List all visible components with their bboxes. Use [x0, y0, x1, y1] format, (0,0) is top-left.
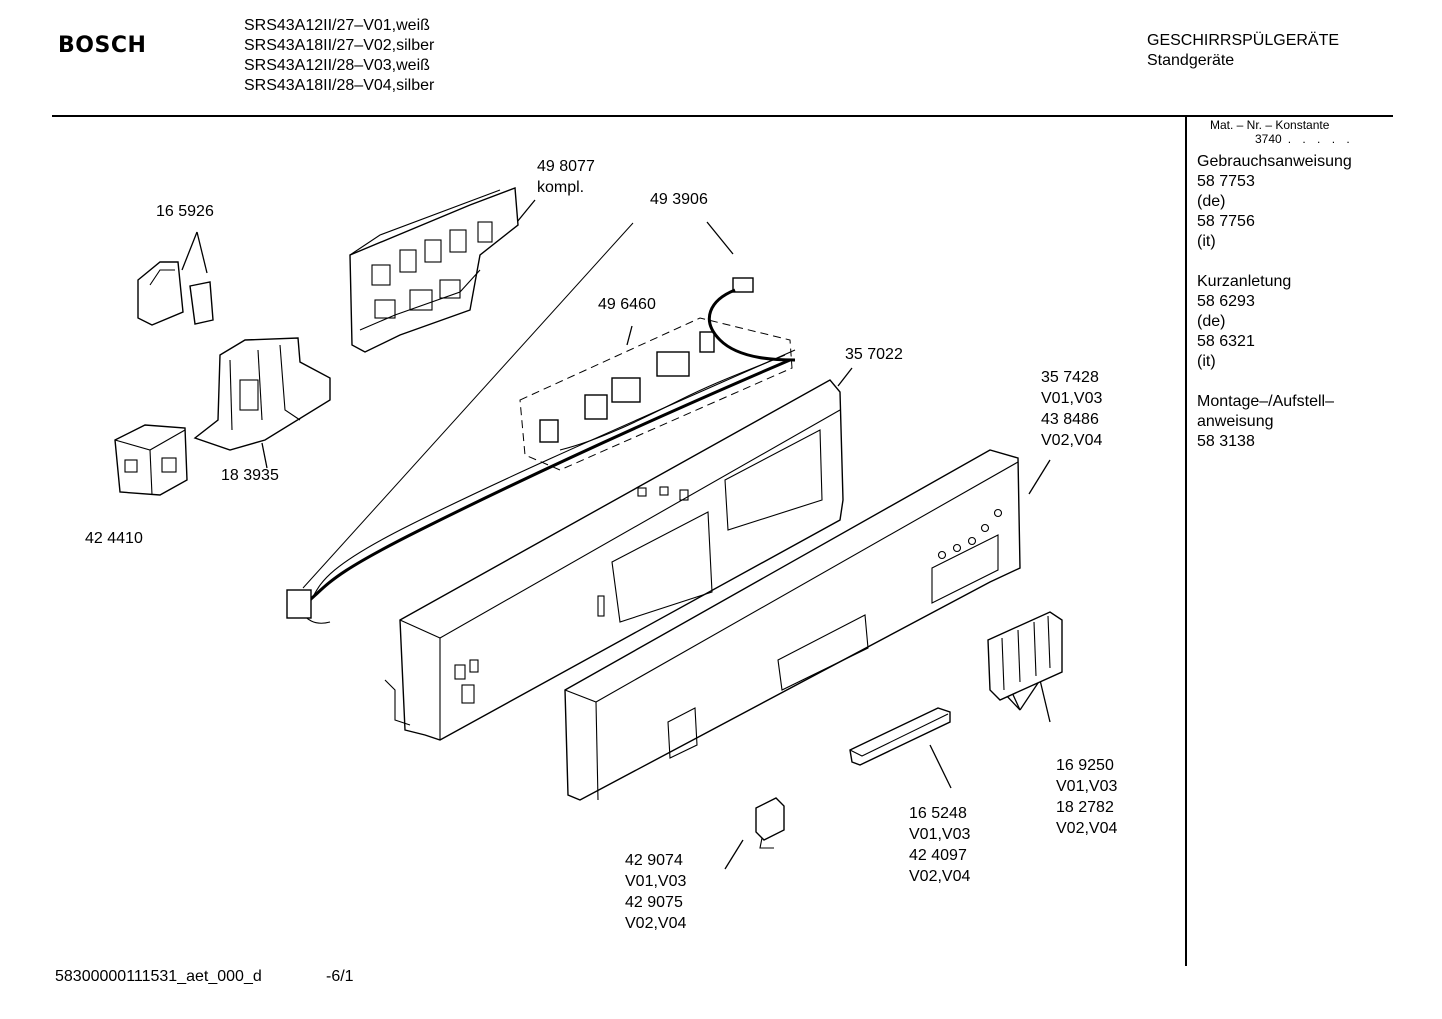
documentation-sidebar: Mat. – Nr. – Konstante 3740 . . . . . Geb… [1197, 118, 1437, 452]
callout-line: 16 5926 [156, 203, 214, 220]
callout-165248: 16 5248 V01,V03 42 4097 V02,V04 [909, 803, 970, 887]
doc-group-user-manual: Gebrauchsanweisung 58 7753 (de) 58 7756 … [1197, 152, 1437, 252]
header-divider [52, 115, 1393, 117]
doc-line: 58 7753 [1197, 173, 1255, 190]
callout-357022: 35 7022 [845, 344, 903, 365]
doc-group-installation: Montage–/Aufstell– anweisung 58 3138 [1197, 392, 1437, 452]
bracket-part [193, 337, 331, 451]
callout-line: 35 7022 [845, 346, 903, 363]
callout-496460: 49 6460 [598, 294, 656, 315]
doc-line: anweisung [1197, 413, 1274, 430]
knob-part [755, 797, 785, 849]
callout-line: 42 9075 [625, 894, 683, 911]
doc-line: (de) [1197, 193, 1226, 210]
callout-line: 16 5248 [909, 805, 967, 822]
callout-line: V02,V04 [1056, 820, 1118, 837]
doc-line: Montage–/Aufstell– [1197, 393, 1334, 410]
constant-row: 3740 . . . . . [1255, 132, 1437, 146]
model-line: SRS43A18II/27–V02,silber [244, 37, 435, 54]
callout-line: 42 9074 [625, 852, 683, 869]
model-line: SRS43A12II/27–V01,weiß [244, 17, 430, 34]
trim-strip-part [849, 707, 951, 766]
callout-498077: 49 8077 kompl. [537, 156, 595, 198]
doc-line: 58 7756 [1197, 213, 1255, 230]
callout-line: V01,V03 [1056, 778, 1118, 795]
callout-line: V02,V04 [1041, 432, 1103, 449]
mat-number-label: Mat. – Nr. – Konstante [1210, 118, 1330, 132]
document-id: 58300000111531_aet_000_d [55, 968, 262, 985]
callout-line: 49 3906 [650, 191, 708, 208]
callout-line: 35 7428 [1041, 369, 1099, 386]
callout-line: V01,V03 [909, 826, 971, 843]
callout-line: V02,V04 [625, 915, 687, 932]
model-list: SRS43A12II/27–V01,weiß SRS43A18II/27–V02… [244, 16, 434, 96]
relay-cover-part [137, 261, 214, 326]
doc-line: 58 6321 [1197, 333, 1255, 350]
callout-357428: 35 7428 V01,V03 43 8486 V02,V04 [1041, 367, 1102, 451]
leader-lines [181, 199, 1051, 870]
callout-line: V01,V03 [1041, 390, 1103, 407]
callout-line: 42 4097 [909, 847, 967, 864]
callout-line: V02,V04 [909, 868, 971, 885]
callout-493906: 49 3906 [650, 189, 708, 210]
exploded-parts-diagram [114, 187, 1063, 870]
category-title: GESCHIRRSPÜLGERÄTE [1147, 32, 1340, 49]
doc-line: (it) [1197, 233, 1216, 250]
front-panel-part [564, 449, 1021, 801]
callout-429074: 42 9074 V01,V03 42 9075 V02,V04 [625, 850, 686, 934]
callout-line: 18 3935 [221, 467, 279, 484]
callout-line: 43 8486 [1041, 411, 1099, 428]
doc-line: Kurzanletung [1197, 273, 1292, 290]
doc-line: (de) [1197, 313, 1226, 330]
callout-line: 16 9250 [1056, 757, 1114, 774]
doc-group-quick-guide: Kurzanletung 58 6293 (de) 58 6321 (it) [1197, 272, 1437, 372]
model-line: SRS43A12II/28–V03,weiß [244, 57, 430, 74]
model-line: SRS43A18II/28–V04,silber [244, 77, 435, 94]
callout-line: 18 2782 [1056, 799, 1114, 816]
brand-logo: BOSCH [58, 33, 147, 58]
callout-424410: 42 4410 [85, 528, 143, 549]
switch-block-part [114, 424, 188, 496]
button-set-part [987, 611, 1063, 701]
callout-165926: 16 5926 [156, 201, 214, 222]
doc-line: Gebrauchsanweisung [1197, 153, 1352, 170]
callout-169250: 16 9250 V01,V03 18 2782 V02,V04 [1056, 755, 1117, 839]
inner-panel-part [384, 379, 844, 741]
control-module-part [349, 187, 519, 353]
doc-line: (it) [1197, 353, 1216, 370]
page-number: -6/1 [326, 968, 354, 985]
callout-line: V01,V03 [625, 873, 687, 890]
doc-line: 58 6293 [1197, 293, 1255, 310]
category-subtitle: Standgeräte [1147, 52, 1235, 69]
constant-dots: . . . . . [1287, 132, 1354, 146]
callout-line: 49 8077 [537, 158, 595, 175]
appliance-category: GESCHIRRSPÜLGERÄTE Standgeräte [1147, 31, 1339, 71]
doc-line: 58 3138 [1197, 433, 1255, 450]
sidebar-divider [1185, 116, 1187, 966]
callout-183935: 18 3935 [221, 465, 279, 486]
callout-line: 49 6460 [598, 296, 656, 313]
callout-line: kompl. [537, 179, 585, 196]
constant-value: 3740 [1255, 132, 1282, 146]
callout-line: 42 4410 [85, 530, 143, 547]
wiring-harness-part [286, 277, 796, 624]
